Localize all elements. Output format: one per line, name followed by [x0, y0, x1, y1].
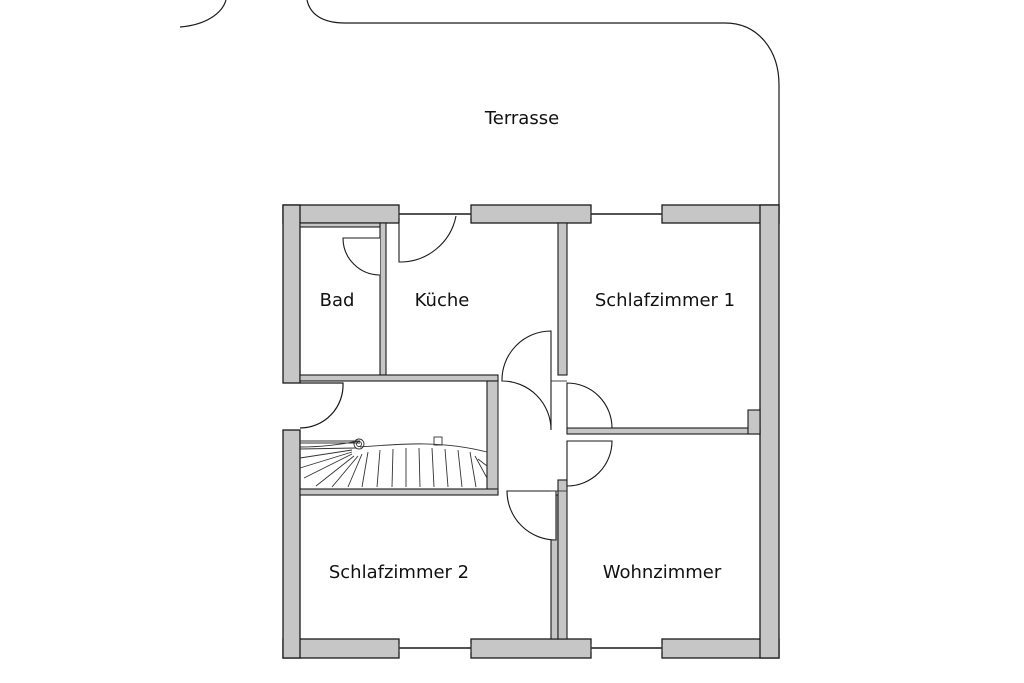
label-bedroom1: Schlafzimmer 1 [595, 290, 735, 311]
label-bedroom2: Schlafzimmer 2 [329, 562, 469, 583]
doors [299, 215, 613, 541]
label-kitchen: Küche [415, 290, 470, 311]
label-living: Wohnzimmer [603, 562, 722, 583]
door-entrance [299, 382, 344, 429]
door-corridor-upper [501, 330, 552, 431]
door-bath [342, 237, 381, 276]
door-corridor-lower [506, 490, 557, 541]
outer-walls [282, 204, 780, 659]
terrace-outline-left [179, 0, 227, 28]
terrace-outline-right [306, 0, 780, 205]
inner-walls [299, 222, 761, 640]
door-bedroom1 [566, 382, 613, 429]
stairs [299, 436, 488, 488]
door-living [566, 440, 613, 487]
windows [398, 210, 663, 652]
label-terrace: Terrasse [484, 108, 559, 129]
door-kitchen [398, 215, 457, 263]
label-bath: Bad [320, 290, 355, 311]
